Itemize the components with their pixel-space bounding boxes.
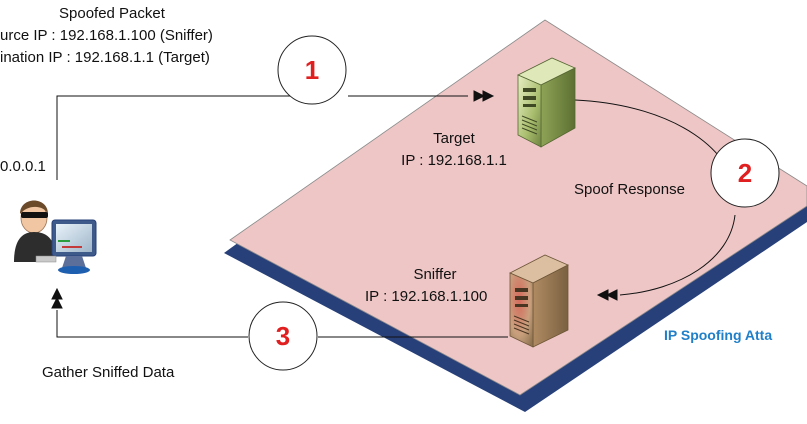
target-double-arrow-2 — [482, 90, 495, 102]
step-circles — [248, 35, 780, 371]
sniffer-server-icon — [509, 254, 569, 348]
spoof-response-label: Spoof Response — [574, 181, 685, 198]
attacker-arrow-2 — [51, 287, 63, 300]
target-double-arrow — [473, 90, 486, 102]
target-server-icon — [517, 57, 576, 148]
step-1-number: 1 — [304, 55, 320, 85]
step-3-number: 3 — [275, 321, 291, 351]
target-ip: IP : 192.168.1.1 — [401, 152, 507, 169]
spoofed-packet-title: Spoofed Packet — [59, 5, 165, 22]
attacker-arrow — [51, 296, 63, 309]
step-2-circle — [710, 138, 780, 208]
spoofed-packet-destination: ination IP : 192.168.1.1 (Target) — [0, 49, 210, 66]
spoof-response-curve-2 — [619, 214, 736, 296]
network-plane — [224, 19, 807, 412]
sniffer-ip: IP : 192.168.1.100 — [365, 288, 488, 305]
sniffer-name: Sniffer — [413, 266, 457, 283]
attacker-ip-label: 0.0.0.1 — [0, 158, 46, 175]
spoofed-packet-line — [56, 95, 305, 180]
gather-data-label: Gather Sniffed Data — [42, 364, 175, 381]
step-3-circle — [248, 301, 318, 371]
step-2-number: 2 — [737, 158, 753, 188]
step-1-circle — [277, 35, 347, 105]
attacker-icon — [14, 200, 97, 274]
network-title: IP Spoofing Atta — [664, 327, 773, 343]
plane-surface — [229, 19, 807, 396]
sniffer-double-arrow-2 — [605, 289, 618, 301]
spoofed-packet-source: urce IP : 192.168.1.100 (Sniffer) — [0, 27, 213, 44]
gather-data-line-2 — [56, 310, 248, 338]
target-name: Target — [433, 130, 475, 147]
